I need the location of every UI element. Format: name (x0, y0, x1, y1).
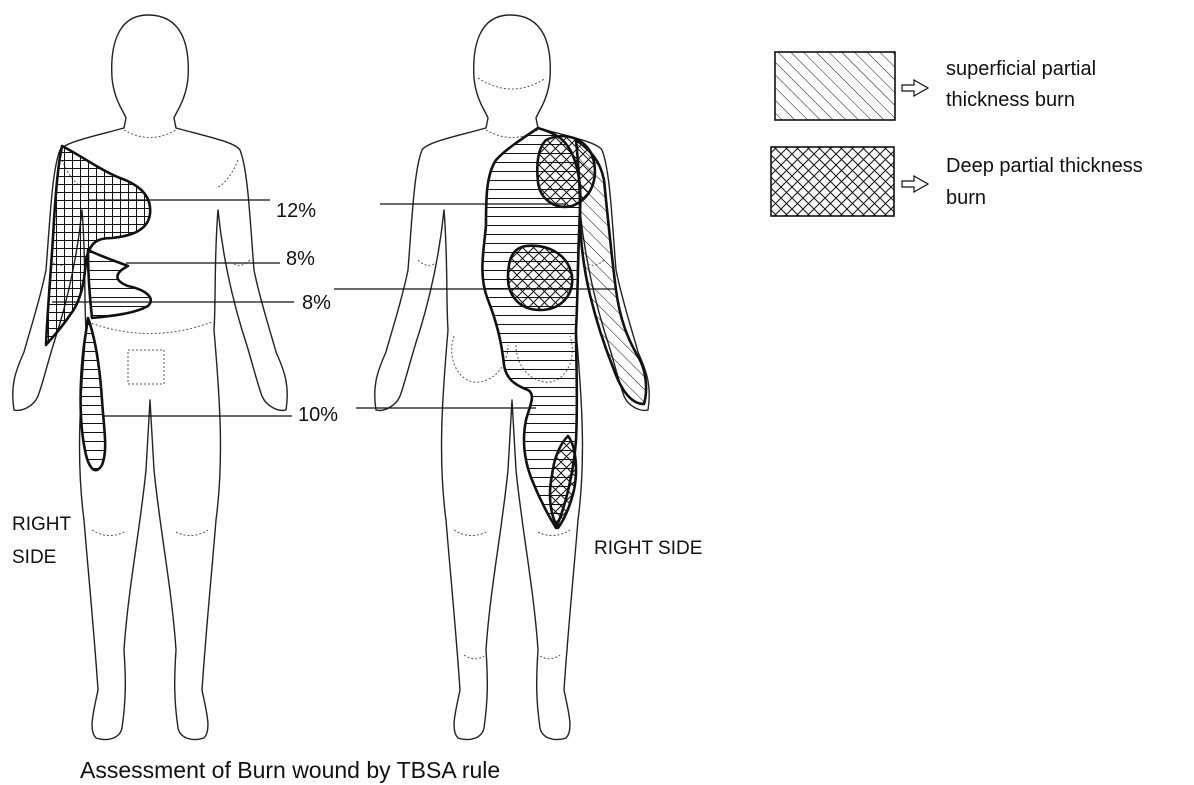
pct-label-12: 12% (276, 200, 316, 222)
legend-superficial-swatch (775, 52, 895, 120)
legend-superficial-arrow-icon (902, 80, 928, 96)
pct-label-8-b: 8% (302, 292, 331, 314)
figure-caption: Assessment of Burn wound by TBSA rule (80, 757, 500, 783)
front-body-figure (13, 15, 288, 740)
front-side-label-line2: SIDE (12, 547, 56, 568)
front-side-label-line1: RIGHT (12, 514, 72, 535)
legend-deep-label-line1: Deep partial thickness (946, 155, 1143, 177)
legend-deep-swatch (771, 147, 894, 216)
legend: superficial partial thickness burn Deep … (771, 52, 1143, 216)
legend-superficial-label-line1: superficial partial (946, 58, 1096, 80)
legend-deep-arrow-icon (902, 176, 928, 192)
back-deep-burn-shoulder (537, 136, 595, 207)
pct-label-10: 10% (298, 404, 338, 426)
pct-label-8-a: 8% (286, 248, 315, 270)
back-side-label: RIGHT SIDE (594, 538, 702, 559)
legend-superficial-label-line2: thickness burn (946, 89, 1075, 111)
legend-deep-label-line2: burn (946, 187, 986, 209)
